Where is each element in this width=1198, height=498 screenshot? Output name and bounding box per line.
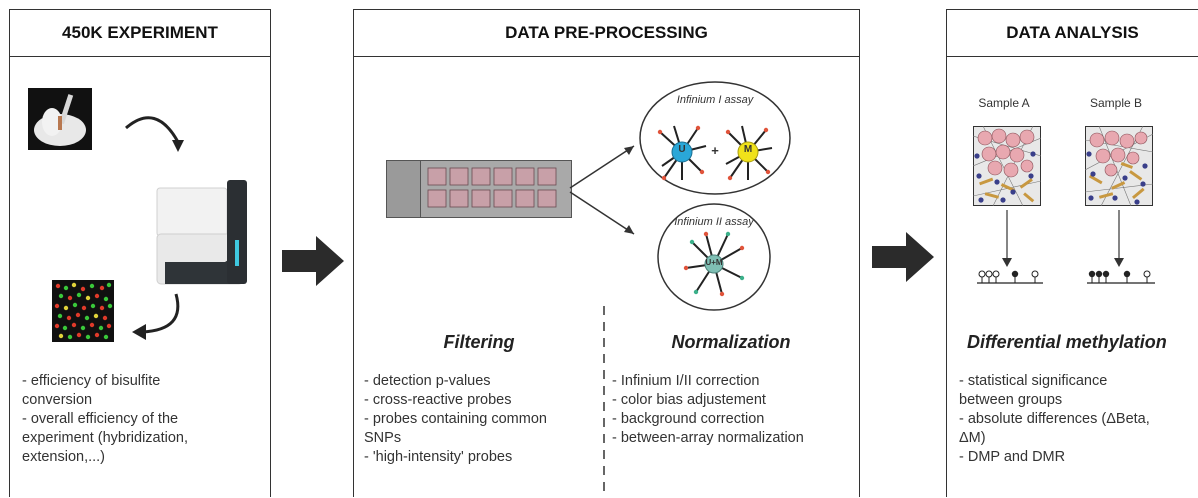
normalization-list: - Infinium I/II correction - color bias …: [612, 372, 856, 448]
curved-arrow-icon: [125, 116, 184, 152]
infinium-ii-assay: Infinium II assay U+M: [656, 202, 772, 312]
normalization-title: Normalization: [671, 332, 791, 352]
panel-title: DATA PRE-PROCESSING: [354, 10, 859, 57]
normalization-item: - Infinium I/II correction: [612, 373, 760, 389]
filtering-item: SNPs: [364, 430, 402, 446]
experiment-note: - efficiency of bisulfite: [22, 373, 161, 389]
array-scan-image: [52, 280, 114, 342]
panel-data-analysis: DATA ANALYSIS Sample A Sample B: [946, 9, 1198, 497]
curved-arrow-icon: [132, 293, 180, 340]
experiment-note: conversion: [22, 392, 93, 408]
right-block-arrow-icon: [872, 232, 934, 282]
right-block-arrow-icon: [282, 236, 344, 286]
infinium-i-label: Infinium I assay: [676, 94, 754, 106]
filtering-item: - cross-reactive probes: [364, 392, 512, 408]
pipette-hand-image: [28, 88, 92, 150]
infinium-ii-label: Infinium II assay: [674, 216, 754, 228]
experiment-note: extension,...): [22, 449, 106, 465]
um-letter: U+M: [705, 258, 723, 267]
infinium-i-ellipse: [639, 81, 791, 195]
normalization-item: - background correction: [612, 411, 765, 427]
panel-450k-experiment: 450K EXPERIMENT: [9, 9, 271, 497]
experiment-note: experiment (hybridization,: [22, 430, 189, 446]
down-arrow-icon: [1114, 210, 1124, 267]
analysis-list: - statistical significance between group…: [959, 372, 1197, 467]
filtering-item: - probes containing common: [364, 411, 547, 427]
experiment-note: - overall efficiency of the: [22, 411, 179, 427]
differential-methylation-title: Differential methylation: [967, 332, 1167, 352]
down-arrow-icon: [1002, 210, 1012, 267]
experiment-notes-list: - efficiency of bisulfite conversion - o…: [22, 372, 266, 467]
sample-a-label: Sample A: [978, 96, 1030, 110]
sample-b-label: Sample B: [1089, 96, 1143, 110]
m-letter: M: [743, 144, 753, 155]
tissue-sample-b-image: [1085, 126, 1153, 206]
panel-data-preprocessing: DATA PRE-PROCESSING: [353, 9, 860, 498]
panel-title: DATA ANALYSIS: [947, 10, 1198, 57]
filtering-title: Filtering: [443, 332, 515, 352]
u-letter: U: [678, 144, 686, 155]
methylation-sites-a: [977, 270, 1043, 284]
tissue-sample-a-image: [973, 126, 1041, 206]
chip-to-assay-arrows: [569, 145, 635, 235]
analysis-item: ΔM): [959, 430, 986, 446]
infinium-i-assay: Infinium I assay U + M: [638, 80, 792, 196]
scanner-device-image: [156, 180, 247, 285]
analysis-item: between groups: [959, 392, 1063, 408]
panel-title: 450K EXPERIMENT: [10, 10, 270, 57]
section-divider: [603, 306, 605, 498]
beadchip-image: [386, 160, 572, 218]
normalization-item: - color bias adjustement: [612, 392, 766, 408]
normalization-item: - between-array normalization: [612, 430, 804, 446]
analysis-item: - DMP and DMR: [959, 449, 1066, 465]
filtering-item: - 'high-intensity' probes: [364, 449, 513, 465]
plus-sign: +: [711, 143, 719, 158]
infinium-ii-ellipse: [657, 203, 771, 311]
filtering-list: - detection p-values - cross-reactive pr…: [364, 372, 600, 467]
analysis-item: - absolute differences (ΔBeta,: [959, 411, 1150, 427]
analysis-item: - statistical significance: [959, 373, 1108, 389]
filtering-item: - detection p-values: [364, 373, 491, 389]
methylation-sites-b: [1087, 270, 1155, 284]
